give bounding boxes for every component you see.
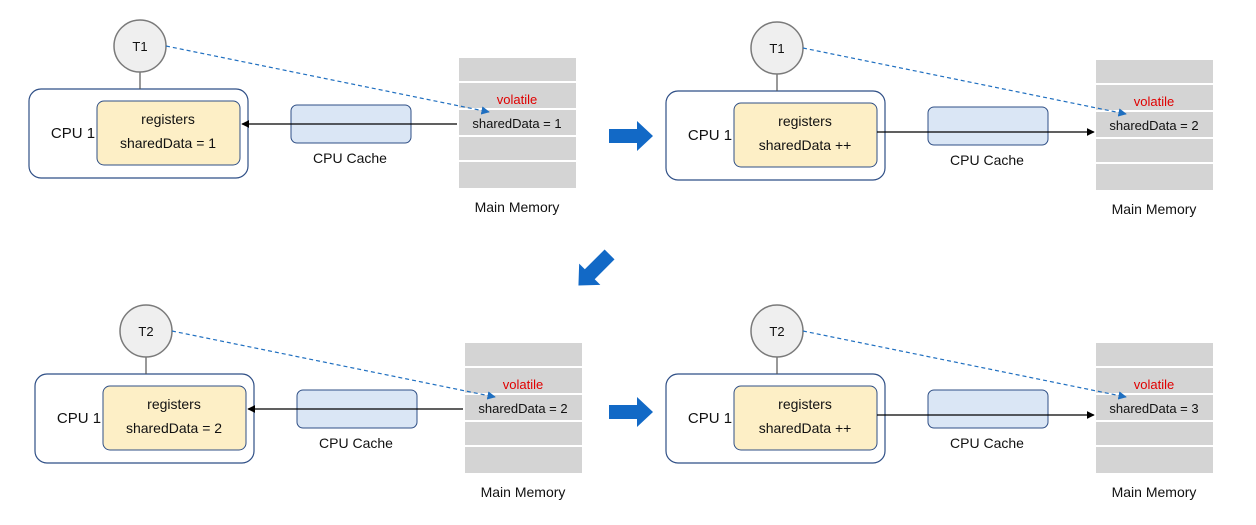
memory-value: sharedData = 1 (472, 116, 561, 131)
volatile-label: volatile (503, 377, 543, 392)
volatile-reference-line (171, 330, 496, 400)
cpu-label: CPU 1 (688, 127, 732, 144)
memory-value: sharedData = 2 (1109, 118, 1198, 133)
registers-box (96, 100, 241, 166)
volatile-reference-line (165, 45, 490, 115)
panel: volatile sharedData = 2 Main Memory CPU 1 re… (665, 21, 1213, 217)
registers-box (102, 385, 247, 451)
registers-value: sharedData = 1 (120, 135, 216, 151)
main-memory: volatile sharedData = 2 Main Memory (465, 343, 582, 500)
memory-value: sharedData = 2 (478, 401, 567, 416)
thread-label: T1 (132, 39, 147, 54)
volatile-reference-line (802, 330, 1127, 400)
flow-arrow-shape (609, 121, 653, 151)
panel: volatile sharedData = 3 Main Memory CPU 1 re… (665, 304, 1213, 500)
registers-box (733, 385, 878, 451)
cpu-cache-label: CPU Cache (319, 435, 393, 451)
memory-block (1096, 343, 1213, 473)
cpu-cache-box (927, 106, 1049, 146)
thread-label: T2 (769, 324, 784, 339)
main-memory: volatile sharedData = 3 Main Memory (1096, 343, 1213, 500)
panel: volatile sharedData = 2 Main Memory CPU 1 re… (34, 304, 582, 500)
cpu-cache-label: CPU Cache (950, 152, 1024, 168)
volatile-label: volatile (1134, 377, 1174, 392)
thread-label: T2 (138, 324, 153, 339)
memory-value: sharedData = 3 (1109, 401, 1198, 416)
thread-label: T1 (769, 41, 784, 56)
flow-arrow-right-icon (609, 397, 653, 427)
memory-block (465, 343, 582, 473)
cpu-label: CPU 1 (51, 125, 95, 142)
registers-title: registers (147, 396, 201, 412)
main-memory: volatile sharedData = 1 Main Memory (459, 58, 576, 215)
main-memory: volatile sharedData = 2 Main Memory (1096, 60, 1213, 217)
registers-value: sharedData = 2 (126, 420, 222, 436)
cpu-label: CPU 1 (688, 410, 732, 427)
cpu-cache-label: CPU Cache (950, 435, 1024, 451)
registers-title: registers (778, 113, 832, 129)
main-memory-label: Main Memory (481, 484, 566, 500)
panel: volatile sharedData = 1 Main Memory CPU 1 re… (28, 19, 576, 215)
flow-arrow-right-icon (609, 121, 653, 151)
volatile-label: volatile (497, 92, 537, 107)
cpu-cache-label: CPU Cache (313, 150, 387, 166)
registers-value: sharedData ++ (759, 420, 852, 436)
main-memory-label: Main Memory (1112, 484, 1197, 500)
registers-title: registers (141, 111, 195, 127)
registers-title: registers (778, 396, 832, 412)
volatile-label: volatile (1134, 94, 1174, 109)
cpu-label: CPU 1 (57, 410, 101, 427)
memory-block (459, 58, 576, 188)
registers-box (733, 102, 878, 168)
memory-block (1096, 60, 1213, 190)
flow-arrow-down-left-icon (578, 249, 615, 286)
cpu-cache-box (927, 389, 1049, 429)
main-memory-label: Main Memory (1112, 201, 1197, 217)
registers-value: sharedData ++ (759, 137, 852, 153)
flow-arrow-shape (609, 397, 653, 427)
volatile-reference-line (802, 47, 1127, 117)
main-memory-label: Main Memory (475, 199, 560, 215)
flow-arrow-shape (578, 249, 615, 286)
